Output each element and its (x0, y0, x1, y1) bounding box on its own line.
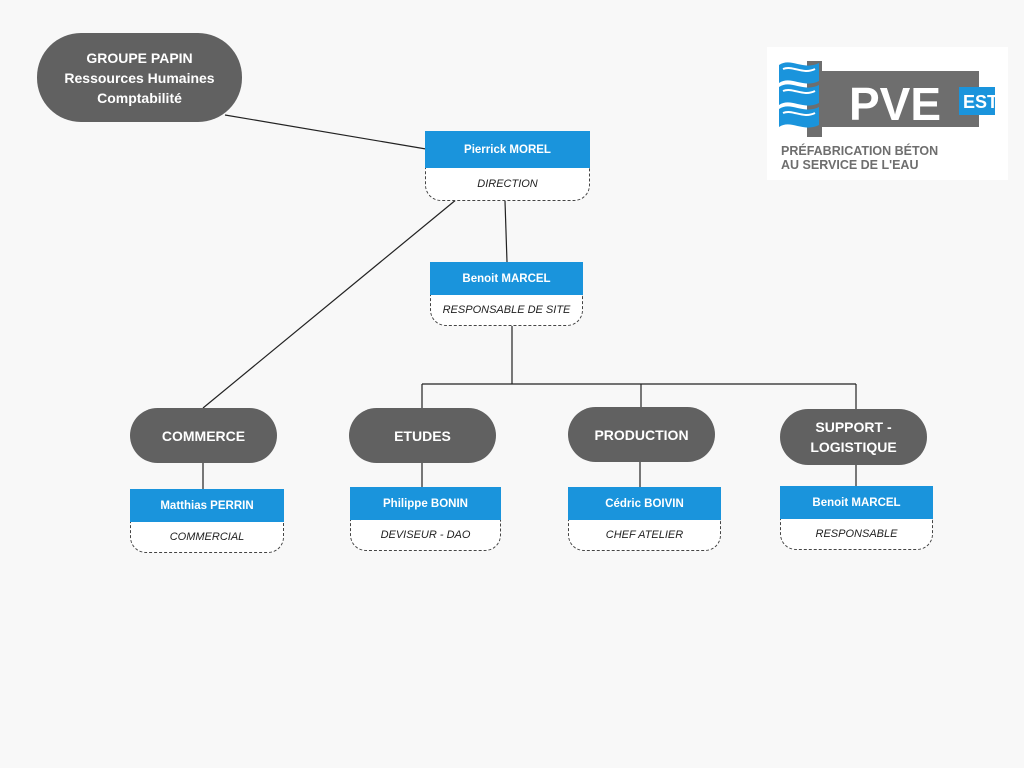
connector-group-direction (224, 114, 427, 150)
department-label: COMMERCE (161, 427, 246, 444)
person-name: Benoit MARCEL (780, 486, 933, 519)
person-card-etudes: Philippe BONIN DEVISEUR - DAO (350, 487, 501, 551)
person-name: Matthias PERRIN (130, 489, 284, 522)
group-title: GROUPE PAPIN (86, 49, 193, 66)
logo-badge: EST (963, 92, 998, 112)
logo-tagline-2: AU SERVICE DE L'EAU (781, 158, 919, 172)
logo-brand: PVE (849, 78, 941, 130)
department-production: PRODUCTION (568, 407, 715, 462)
person-card-commerce: Matthias PERRIN COMMERCIAL (130, 489, 284, 553)
person-card-production: Cédric BOIVIN CHEF ATELIER (568, 487, 721, 551)
person-name: Philippe BONIN (350, 487, 501, 520)
group-hr: Ressources Humaines (64, 69, 215, 86)
connector-direction-site (504, 200, 508, 263)
person-role: RESPONSABLE (780, 519, 933, 550)
group-papin-node: GROUPE PAPIN Ressources Humaines Comptab… (37, 33, 242, 122)
direction-role: DIRECTION (425, 168, 590, 201)
department-label: ETUDES (394, 427, 451, 444)
connector-direction-commerce (202, 198, 458, 409)
pve-est-logo: PVE EST PRÉFABRICATION BÉTON AU SERVICE … (767, 47, 1008, 180)
site-manager-role: RESPONSABLE DE SITE (430, 295, 583, 326)
person-role: DEVISEUR - DAO (350, 520, 501, 551)
department-etudes: ETUDES (349, 408, 496, 463)
site-manager-card: Benoit MARCEL RESPONSABLE DE SITE (430, 262, 583, 326)
group-accounting: Comptabilité (97, 89, 182, 106)
department-support-logistique: SUPPORT - LOGISTIQUE (780, 409, 927, 465)
logo-tagline-1: PRÉFABRICATION BÉTON (781, 144, 939, 158)
person-role: COMMERCIAL (130, 522, 284, 553)
person-role: CHEF ATELIER (568, 520, 721, 551)
department-label: SUPPORT - LOGISTIQUE (810, 419, 897, 455)
person-card-support: Benoit MARCEL RESPONSABLE (780, 486, 933, 550)
water-waves-icon (779, 62, 819, 128)
person-name: Cédric BOIVIN (568, 487, 721, 520)
department-commerce: COMMERCE (130, 408, 277, 463)
direction-name: Pierrick MOREL (425, 131, 590, 168)
direction-card: Pierrick MOREL DIRECTION (425, 131, 590, 201)
site-manager-name: Benoit MARCEL (430, 262, 583, 295)
department-label: PRODUCTION (594, 426, 689, 443)
logo-graphic: PVE EST (767, 47, 1008, 180)
